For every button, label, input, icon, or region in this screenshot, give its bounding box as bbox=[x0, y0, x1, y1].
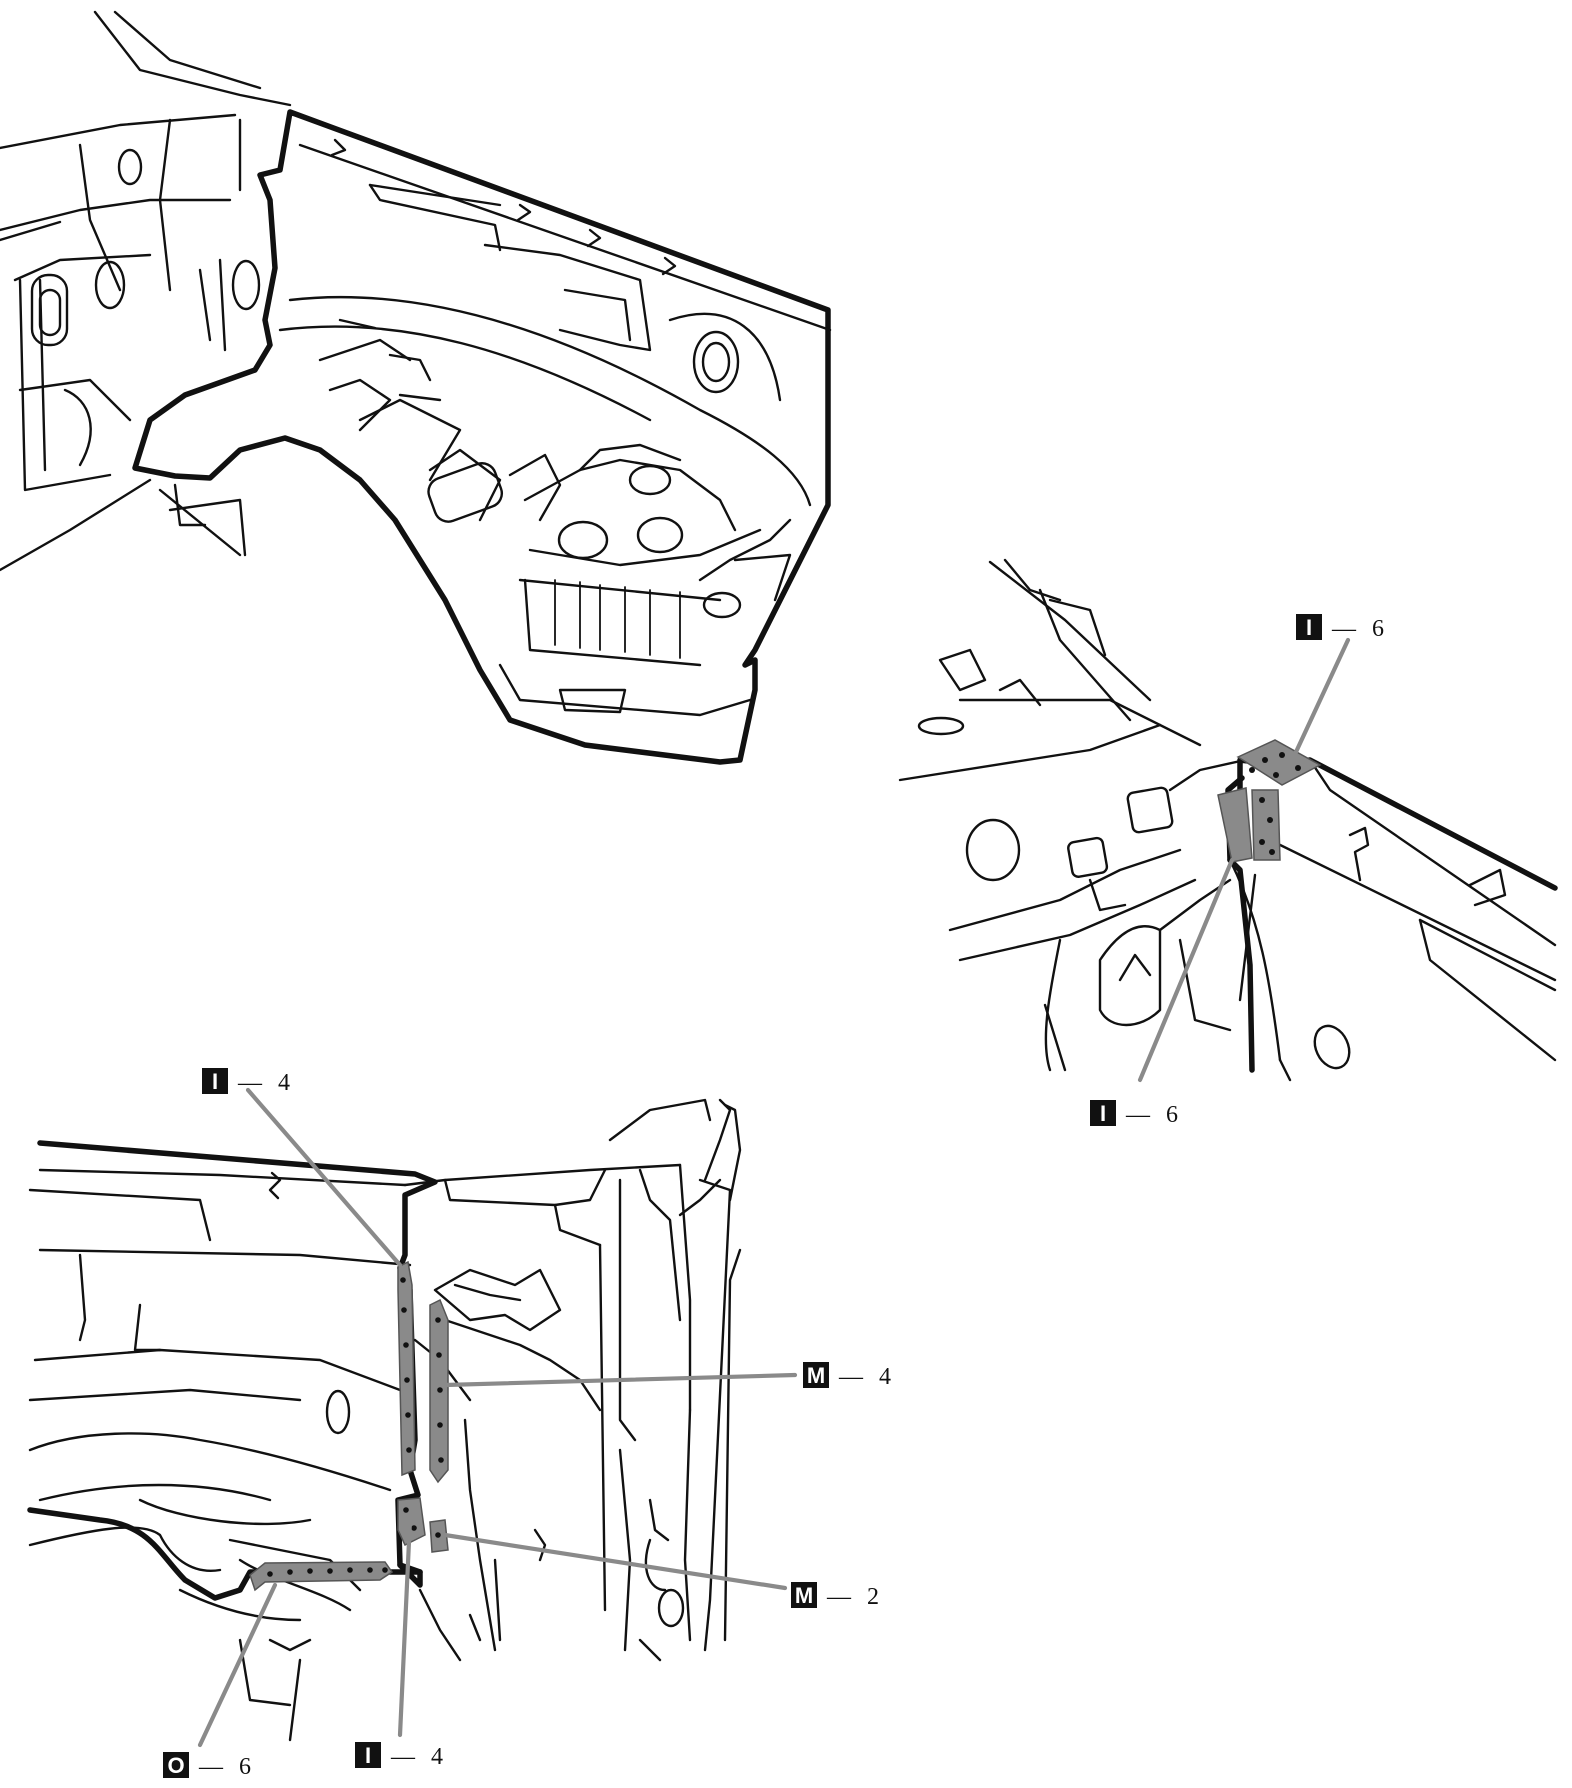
callout-letter: M bbox=[795, 1583, 813, 1608]
weld-type-i-icon bbox=[1090, 1100, 1116, 1126]
callout-dash: — bbox=[1331, 616, 1357, 642]
callout-m4: M — 4 bbox=[803, 1362, 891, 1390]
callout-i6-bottom: I — 6 bbox=[1090, 1100, 1178, 1128]
leader-line-o6 bbox=[197, 1582, 278, 1748]
callout-number: 6 bbox=[1372, 616, 1384, 642]
weld-area-rail-top bbox=[1236, 739, 1322, 786]
weld-area-wheelarch bbox=[249, 1561, 394, 1592]
callout-letter: I bbox=[365, 1743, 371, 1768]
callout-dash: — bbox=[198, 1754, 224, 1780]
callout-letter: I bbox=[1306, 615, 1312, 640]
callout-number: 4 bbox=[879, 1364, 891, 1390]
callout-m2: M — 2 bbox=[791, 1582, 879, 1610]
leader-line-i4-top bbox=[245, 1087, 403, 1268]
callout-number: 6 bbox=[239, 1754, 251, 1780]
callout-number: 2 bbox=[867, 1584, 879, 1610]
callout-number: 6 bbox=[1166, 1102, 1178, 1128]
callout-i4-bottom: I — 4 bbox=[355, 1742, 443, 1770]
callout-dash: — bbox=[838, 1364, 864, 1390]
weld-type-i-icon bbox=[355, 1742, 381, 1768]
callout-letter: M bbox=[807, 1363, 825, 1388]
weld-area-rail-side bbox=[1217, 787, 1253, 863]
callout-dash: — bbox=[826, 1584, 852, 1610]
weld-type-m-icon bbox=[791, 1582, 817, 1608]
callout-letter: I bbox=[1100, 1101, 1106, 1126]
leader-line-i6-top bbox=[1280, 637, 1351, 783]
callout-letter: I bbox=[212, 1069, 218, 1094]
leader-line-i6-bottom bbox=[1137, 857, 1235, 1083]
weld-type-o-icon bbox=[163, 1752, 189, 1778]
callout-i4-top: I — 4 bbox=[202, 1068, 290, 1096]
callout-i6-top: I — 6 bbox=[1296, 614, 1384, 642]
callout-dash: — bbox=[1125, 1102, 1151, 1128]
weld-area-pillar-vertical bbox=[397, 1260, 416, 1477]
callout-number: 4 bbox=[431, 1744, 443, 1770]
leader-line-m4 bbox=[442, 1372, 798, 1388]
figure-rail-joint-right: I — 6 I — 6 bbox=[898, 558, 1558, 1128]
weld-type-i-icon bbox=[202, 1068, 228, 1094]
callout-letter: O bbox=[167, 1753, 184, 1778]
weld-type-m-icon bbox=[803, 1362, 829, 1388]
callout-dash: — bbox=[390, 1744, 416, 1770]
callout-o6: O — 6 bbox=[163, 1752, 251, 1780]
figure-wheelhouse-upper bbox=[0, 10, 832, 765]
callout-number: 4 bbox=[278, 1070, 290, 1096]
leader-line-i4-bottom bbox=[397, 1517, 413, 1738]
weld-type-i-icon bbox=[1296, 614, 1322, 640]
figure-pillar-lower-left: I — 4 M — 4 M — 2 O — 6 I — 4 bbox=[27, 1068, 891, 1780]
leader-line-m2 bbox=[442, 1532, 788, 1591]
callout-dash: — bbox=[237, 1070, 263, 1096]
